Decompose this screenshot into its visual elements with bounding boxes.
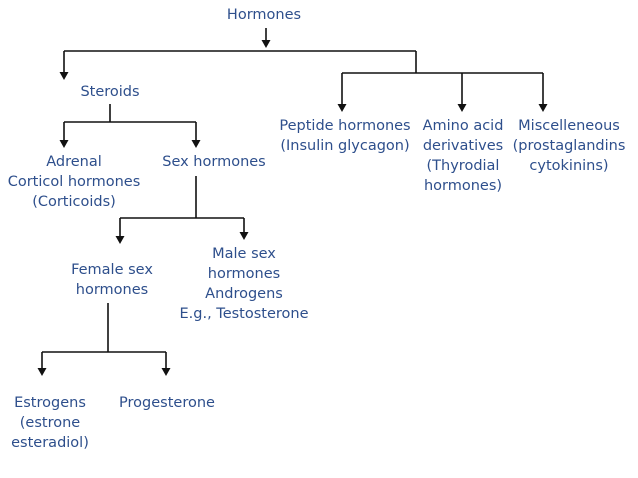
node-adrenal: Adrenal Corticol hormones (Corticoids): [8, 152, 141, 212]
edge-sex-to-male-arrowhead: [239, 232, 249, 240]
node-amino-line-1: Amino acid: [422, 118, 504, 134]
node-amino-line-2: derivatives: [422, 138, 504, 154]
edge-hormones-to-peptide-arrowhead: [337, 104, 347, 112]
node-male-line-3: Androgens: [205, 286, 283, 302]
edge-sex-to-female-arrowhead: [115, 236, 125, 244]
node-male-sex-hormones: Male sex hormones Androgens E.g., Testos…: [179, 244, 308, 324]
node-female-line-2: hormones: [75, 282, 149, 298]
node-adrenal-line-1: Adrenal: [46, 154, 102, 170]
node-hormones: Hormones: [227, 5, 301, 25]
node-adrenal-line-2: Corticol hormones: [7, 174, 141, 190]
node-steroids-line-1: Steroids: [80, 84, 140, 100]
node-progesterone-line-1: Progesterone: [119, 395, 215, 411]
node-peptide-line-1: Peptide hormones: [279, 118, 411, 134]
node-estrogens-line-3: esteradiol): [11, 435, 89, 451]
node-steroids: Steroids: [80, 82, 139, 102]
edge-female-to-progesterone-arrowhead: [161, 368, 171, 376]
node-misc-line-2: (prostaglandins: [512, 138, 626, 154]
node-peptide-hormones: Peptide hormones (Insulin glycagon): [279, 116, 410, 156]
edge-hormones-to-amino-arrowhead: [457, 104, 467, 112]
edge-female-to-estrogens-arrowhead: [37, 368, 47, 376]
node-amino-line-4: hormones): [423, 178, 503, 194]
node-misc-line-3: cytokinins): [529, 158, 609, 174]
edge-steroids-to-sex-arrowhead: [191, 140, 201, 148]
node-peptide-line-2: (Insulin glycagon): [280, 138, 410, 154]
node-female-line-1: Female sex: [71, 262, 153, 278]
node-male-line-2: hormones: [207, 266, 281, 282]
node-estrogens-line-1: Estrogens: [14, 395, 86, 411]
edge-hormones-to-bar-arrowhead: [261, 40, 271, 48]
node-miscelleneous: Miscelleneous (prostaglandins cytokinins…: [513, 116, 626, 176]
edge-hormones-to-misc-arrowhead: [538, 104, 548, 112]
edge-steroids-to-adrenal-arrowhead: [59, 140, 69, 148]
node-estrogens: Estrogens (estrone esteradiol): [11, 393, 89, 453]
node-sex-line-1: Sex hormones: [162, 154, 266, 170]
node-hormones-line-1: Hormones: [226, 7, 302, 23]
node-misc-line-1: Miscelleneous: [518, 118, 620, 134]
node-male-line-4: E.g., Testosterone: [179, 306, 309, 322]
node-amino-acid-derivatives: Amino acid derivatives (Thyrodial hormon…: [423, 116, 504, 196]
node-estrogens-line-2: (estrone: [19, 415, 81, 431]
node-adrenal-line-3: (Corticoids): [32, 194, 116, 210]
edge-hormones-to-steroids-arrowhead: [59, 72, 69, 80]
node-amino-line-3: (Thyrodial: [426, 158, 500, 174]
node-female-sex-hormones: Female sex hormones: [71, 260, 153, 300]
node-sex-hormones: Sex hormones: [162, 152, 266, 172]
node-progesterone: Progesterone: [119, 393, 215, 413]
node-male-line-1: Male sex: [212, 246, 276, 262]
